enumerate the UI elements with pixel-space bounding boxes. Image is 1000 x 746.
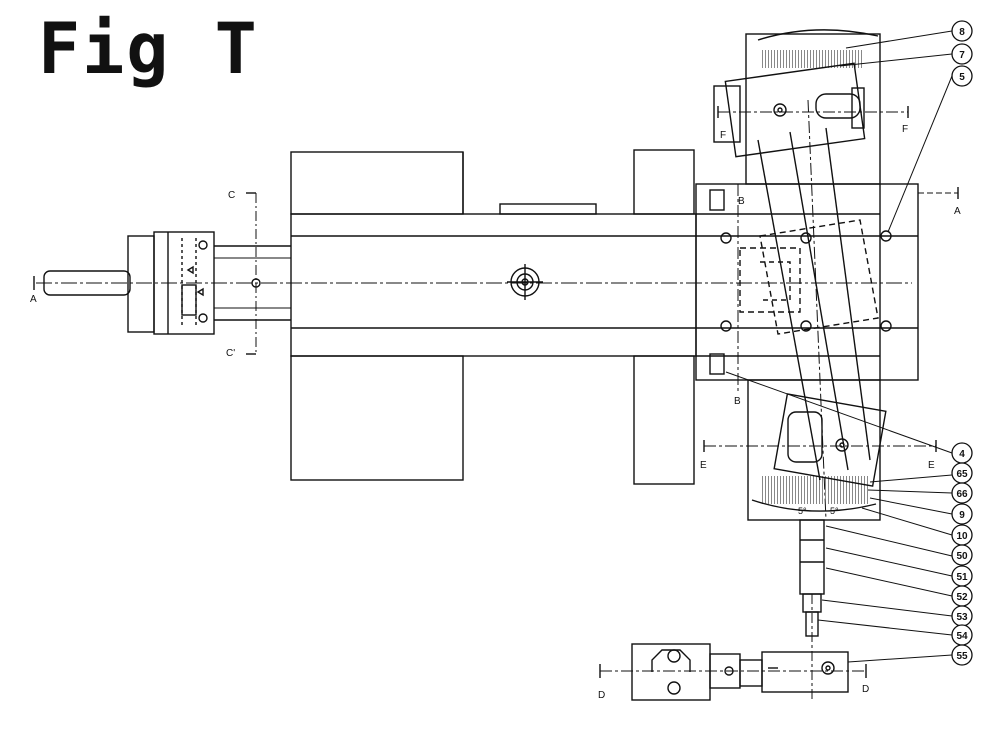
section-a-left: A	[30, 294, 37, 305]
callout-55: 55	[956, 651, 968, 662]
callout-7: 7	[959, 50, 965, 61]
section-d-left: D	[598, 690, 605, 701]
right-head-assembly	[695, 29, 919, 521]
section-b-top: B	[738, 196, 745, 207]
callout-53: 53	[956, 612, 968, 623]
callout-4: 4	[959, 449, 965, 460]
callout-66: 66	[956, 489, 968, 500]
callout-51: 51	[956, 572, 968, 583]
section-a-right: A	[954, 206, 961, 217]
section-d-right: D	[862, 684, 869, 695]
callout-52: 52	[956, 592, 968, 603]
scale-mark-left: 5°	[798, 506, 807, 516]
scale-mark-right: 5°	[830, 506, 839, 516]
callout-9: 9	[959, 510, 965, 521]
callout-65: 65	[956, 469, 968, 480]
section-b-bottom: B	[734, 396, 741, 407]
callout-5: 5	[959, 72, 965, 83]
section-c-prime: C'	[226, 348, 235, 359]
callout-54: 54	[956, 631, 968, 642]
section-e-left: E	[700, 460, 707, 471]
section-f-right: F	[902, 124, 908, 135]
callout-10: 10	[956, 531, 968, 542]
callout-50: 50	[956, 551, 968, 562]
lower-shaft	[799, 519, 825, 700]
callout-circles	[951, 20, 973, 666]
callout-8: 8	[959, 27, 965, 38]
section-c: C	[228, 190, 235, 201]
bottom-assembly	[631, 643, 849, 701]
section-f-left: F	[720, 130, 726, 141]
main-housing	[290, 149, 697, 485]
section-e-right: E	[928, 460, 935, 471]
figure-title: Fig T	[38, 8, 259, 90]
